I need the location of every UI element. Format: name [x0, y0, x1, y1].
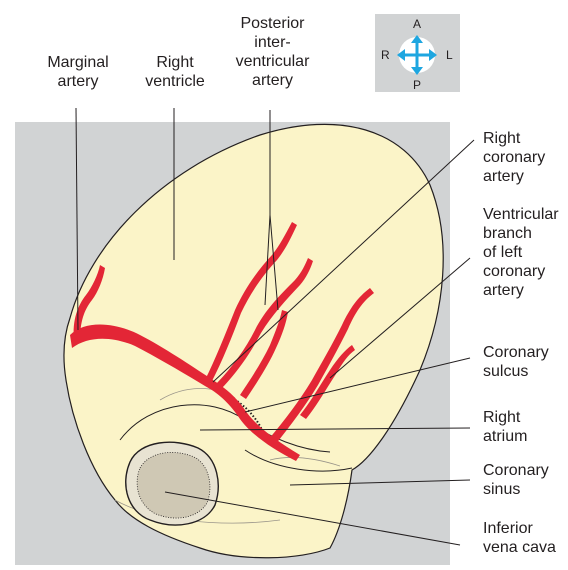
label-ventricular-branch: Ventricular branch of left coronary arte…: [483, 205, 559, 300]
label-inferior-vena-cava: Inferior vena cava: [483, 519, 556, 557]
label-coronary-sulcus: Coronary sulcus: [483, 343, 549, 381]
compass-posterior: P: [413, 79, 421, 91]
label-right-coronary-artery: Right coronary artery: [483, 129, 545, 186]
compass-right: R: [381, 49, 390, 61]
label-right-ventricle: Right ventricle: [140, 53, 210, 91]
label-marginal-artery: Marginal artery: [38, 53, 118, 91]
compass-anterior: A: [413, 18, 421, 30]
orientation-compass: A P R L: [375, 14, 460, 92]
label-right-atrium: Right atrium: [483, 408, 527, 446]
label-coronary-sinus: Coronary sinus: [483, 461, 549, 499]
label-posterior-interventricular-artery: Posterior inter- ventricular artery: [225, 14, 320, 90]
compass-left: L: [446, 49, 453, 61]
